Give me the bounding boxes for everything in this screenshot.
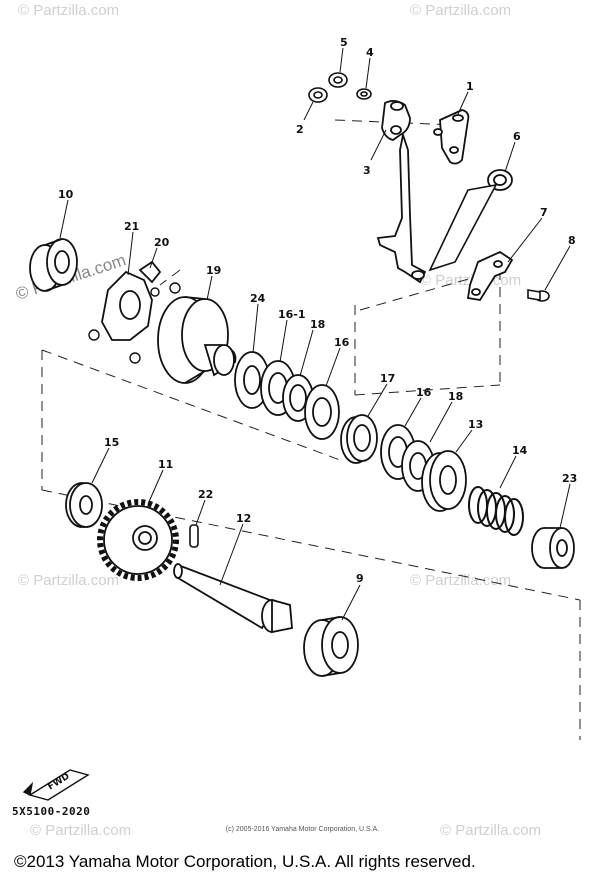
callout-15: 15 — [104, 436, 119, 449]
part-22-pin — [189, 524, 199, 548]
leader-lines — [59, 47, 571, 621]
callout-12: 12 — [236, 512, 251, 525]
part-9-bearing — [303, 616, 359, 677]
part-3-shift-lever — [376, 100, 427, 284]
callout-6: 6 — [513, 130, 521, 143]
part-5-nut — [328, 72, 348, 88]
fwd-arrow-icon: FWD — [22, 769, 90, 801]
callout-5: 5 — [340, 36, 348, 49]
watermark: © Partzilla.com — [18, 572, 119, 589]
callout-7: 7 — [540, 206, 548, 219]
part-12-shaft — [173, 563, 293, 634]
callout-3: 3 — [363, 164, 371, 177]
part-14-spring — [468, 486, 524, 536]
callout-22: 22 — [198, 488, 213, 501]
part-21-ratchet — [101, 260, 162, 341]
callout-9: 9 — [356, 572, 364, 585]
part-2-collar — [308, 87, 328, 103]
part-4-washer — [356, 88, 372, 100]
callout-23: 23 — [562, 472, 577, 485]
watermark: © Partzilla.com — [410, 2, 511, 19]
part-11-gear — [97, 499, 179, 581]
small-copyright: (c) 2005-2016 Yamaha Motor Corporation, … — [225, 826, 380, 833]
watermark: © Partzilla.com — [410, 572, 511, 589]
watermark: © Partzilla.com — [18, 2, 119, 19]
part-13-guide — [421, 450, 467, 512]
callout-20: 20 — [154, 236, 170, 249]
shift-shaft — [428, 183, 498, 272]
part-19-drum — [157, 296, 237, 384]
part-8-screw — [527, 289, 550, 302]
watermark: © Partzilla.com — [30, 822, 131, 839]
callout-2: 2 — [296, 123, 304, 136]
diagram-code: 5X5100-2020 — [12, 805, 91, 818]
callout-10: 10 — [58, 188, 74, 201]
callout-14: 14 — [512, 444, 528, 457]
callout-labels: 5 4 2 3 1 6 7 8 10 21 20 19 24 16-1 18 1… — [58, 36, 577, 585]
callout-17: 17 — [380, 372, 395, 385]
callout-13: 13 — [468, 418, 483, 431]
watermark: © Partzilla.com — [440, 822, 541, 839]
part-17-collar — [340, 414, 378, 464]
part-10-bearing — [29, 238, 78, 292]
callout-18-second: 18 — [448, 390, 463, 403]
part-23-collar — [531, 527, 575, 569]
callout-16-1: 16-1 — [278, 308, 306, 321]
callout-21: 21 — [124, 220, 139, 233]
callout-16: 16 — [334, 336, 350, 349]
callout-18: 18 — [310, 318, 325, 331]
callout-24: 24 — [250, 292, 266, 305]
callout-19: 19 — [206, 264, 221, 277]
part-20-balls — [88, 282, 181, 364]
part-16-washer — [304, 384, 340, 440]
callout-1: 1 — [466, 80, 474, 93]
part-7-plate — [466, 250, 514, 301]
copyright-notice: ©2013 Yamaha Motor Corporation, U.S.A. A… — [14, 852, 476, 871]
callout-4: 4 — [366, 46, 374, 59]
callout-8: 8 — [568, 234, 576, 247]
callout-16-second: 16 — [416, 386, 432, 399]
callout-11: 11 — [158, 458, 173, 471]
part-1-bracket — [433, 109, 470, 165]
part-15-washer — [65, 482, 103, 528]
